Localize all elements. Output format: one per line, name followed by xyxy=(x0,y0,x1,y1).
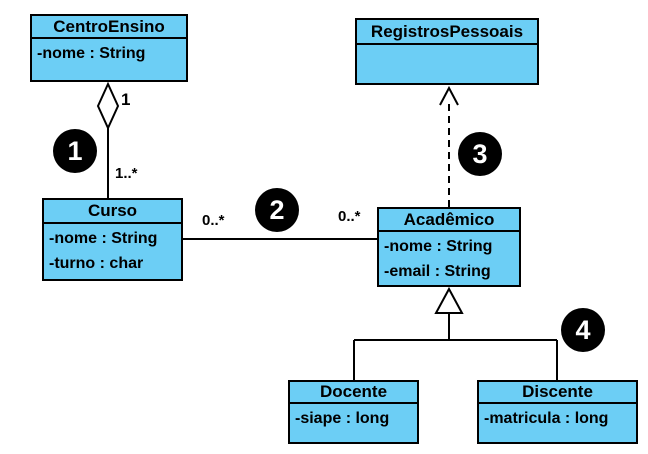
attribute: -matricula : long xyxy=(484,410,609,427)
class-academico: Acadêmico -nome : String -email : String xyxy=(377,207,521,287)
class-discente-title: Discente xyxy=(479,382,636,404)
class-registrospessoais: RegistrosPessoais xyxy=(355,18,539,85)
class-discente: Discente -matricula : long xyxy=(477,380,638,444)
class-curso-attributes: -nome : String -turno : char xyxy=(44,224,181,279)
class-registrospessoais-title: RegistrosPessoais xyxy=(357,20,537,45)
generalization-triangle-icon xyxy=(434,286,464,314)
badge-4: 4 xyxy=(561,308,605,352)
class-registrospessoais-attributes xyxy=(357,45,537,83)
class-centroensino-attributes: -nome : String xyxy=(32,39,186,80)
attribute: -siape : long xyxy=(295,410,390,427)
multiplicity-association-curso: 0..* xyxy=(202,212,225,229)
attribute: -turno : char xyxy=(49,255,144,272)
attribute: -email : String xyxy=(384,263,491,280)
class-curso: Curso -nome : String -turno : char xyxy=(42,198,183,281)
class-docente: Docente -siape : long xyxy=(288,380,419,444)
class-centroensino-title: CentroEnsino xyxy=(32,16,186,39)
badge-3: 3 xyxy=(458,132,502,176)
dependency-arrowhead-icon xyxy=(439,85,459,106)
attribute: -nome : String xyxy=(384,238,493,255)
multiplicity-aggregation-whole: 1 xyxy=(121,90,131,109)
class-centroensino: CentroEnsino -nome : String xyxy=(30,14,188,82)
aggregation-diamond-icon xyxy=(96,81,120,131)
badge-2: 2 xyxy=(255,188,299,232)
class-docente-title: Docente xyxy=(290,382,417,404)
class-academico-attributes: -nome : String -email : String xyxy=(379,232,519,285)
attribute: -nome : String xyxy=(49,230,158,247)
class-curso-title: Curso xyxy=(44,200,181,224)
multiplicity-aggregation-part: 1..* xyxy=(115,165,138,182)
class-docente-attributes: -siape : long xyxy=(290,404,417,442)
class-academico-title: Acadêmico xyxy=(379,209,519,232)
class-discente-attributes: -matricula : long xyxy=(479,404,636,442)
badge-1: 1 xyxy=(53,129,97,173)
multiplicity-association-academico: 0..* xyxy=(338,208,361,225)
attribute: -nome : String xyxy=(37,45,146,62)
